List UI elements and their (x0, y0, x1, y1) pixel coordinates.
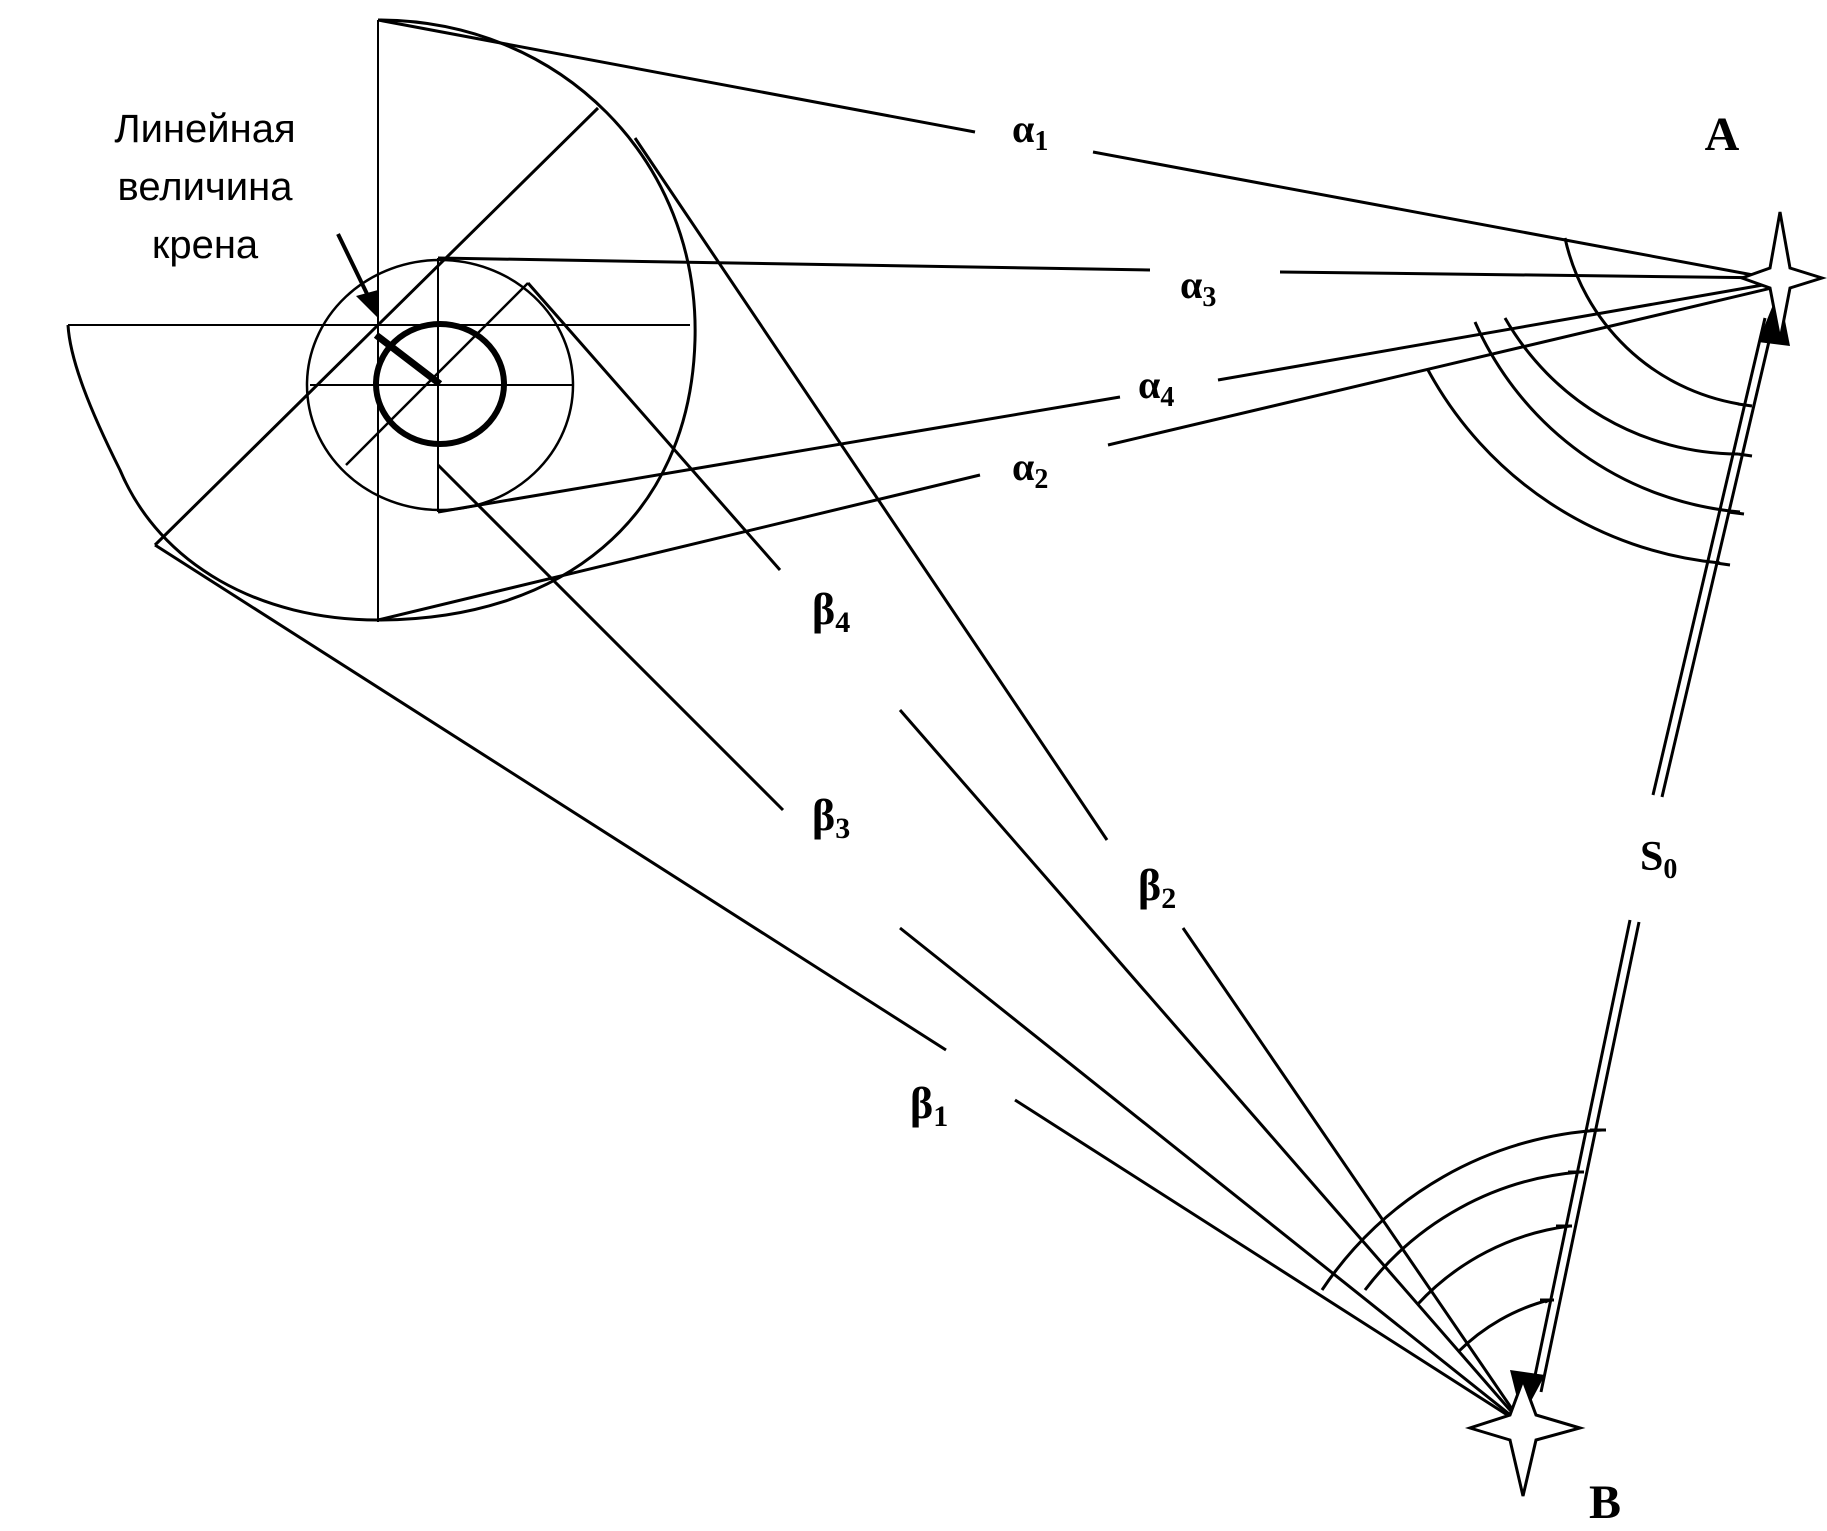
base-diagonal-axis (153, 106, 600, 547)
sight-line-b2-left (633, 137, 1109, 841)
angle-arc-a-4 (1426, 369, 1721, 565)
angle-label-a3-sym: α (1180, 262, 1202, 307)
sight-line-a1-right (1092, 150, 1781, 282)
angle-arc-a-3 (1473, 321, 1741, 514)
sight-line-a1-left (377, 18, 976, 134)
caption-line-2: величина (118, 165, 294, 209)
angle-label-b2: β2 (1138, 861, 1176, 915)
angle-arc-b-3 (1363, 1170, 1581, 1291)
station-b-star-icon (1464, 1375, 1586, 1497)
angle-label-b3-sym: β (812, 791, 835, 840)
angle-label-b4-sub: 4 (835, 606, 850, 639)
sight-line-a2-left (377, 473, 981, 622)
station-a-star-icon (1737, 211, 1827, 341)
baseline-lower-line-1 (1530, 919, 1632, 1391)
angle-arc-b-1 (1456, 1298, 1550, 1354)
angle-label-b2-sub: 2 (1161, 882, 1176, 915)
middle-diagonal-axis (345, 282, 529, 466)
station-a-label: A (1705, 108, 1740, 161)
baseline-label-main: S (1640, 834, 1663, 880)
angle-label-a1-sub: 1 (1034, 126, 1048, 157)
sight-line-b1-right (1014, 1098, 1524, 1427)
angle-label-b4-sym: β (812, 585, 835, 634)
station-b-label: B (1589, 1476, 1621, 1529)
object-sections (66, 18, 697, 622)
baseline-tick-a3 (1727, 510, 1745, 516)
caption-line-1: Линейная (114, 107, 295, 151)
sight-line-b4-left (526, 282, 782, 571)
caption-arrow-head (356, 290, 378, 318)
angle-arc-b-4 (1320, 1128, 1603, 1291)
angle-label-b1-sym: β (910, 1079, 933, 1128)
angle-label-a1: α1 (1012, 106, 1048, 157)
angle-arc-b-2 (1415, 1224, 1571, 1307)
angle-arc-a-1 (1563, 237, 1740, 406)
baseline-s0 (1510, 290, 1790, 1418)
angle-label-a1-sym: α (1012, 106, 1034, 151)
angle-label-b1-sub: 1 (933, 1100, 948, 1133)
angle-arc-a-2 (1503, 317, 1739, 456)
angle-label-b3-sub: 3 (835, 812, 850, 845)
baseline-lower-line-2 (1539, 921, 1641, 1393)
angle-label-a2-sym: α (1012, 444, 1034, 489)
angle-label-b4: β4 (812, 585, 850, 639)
top-section-circle (373, 321, 507, 447)
sight-line-a4-right (1217, 280, 1781, 382)
baseline-upper-line-1 (1651, 317, 1767, 796)
angle-label-b1: β1 (910, 1079, 948, 1133)
baseline-upper-line-2 (1660, 319, 1776, 798)
angle-label-a3: α3 (1180, 262, 1216, 313)
baseline-tick-a4 (1715, 561, 1731, 567)
tilt-vector (373, 332, 443, 387)
middle-section-circle (305, 258, 575, 512)
angle-label-b2-sym: β (1138, 861, 1161, 910)
sight-lines-from-a (377, 18, 1781, 622)
baseline-label-sub: 0 (1663, 854, 1677, 885)
base-section-arc (66, 18, 697, 622)
sight-line-a3-left (437, 256, 1151, 272)
sight-line-b1-left (154, 543, 947, 1052)
sight-line-b2-right (1181, 927, 1525, 1426)
angle-label-a4-sub: 4 (1160, 382, 1174, 413)
angle-label-a2: α2 (1012, 444, 1048, 495)
sight-line-a3-right (1279, 270, 1781, 280)
angle-label-a4: α4 (1138, 362, 1174, 413)
baseline-tick-a1 (1737, 402, 1753, 408)
angle-arcs-at-a (1426, 237, 1741, 565)
sight-line-b3-left (436, 463, 785, 812)
sight-lines-from-b (154, 137, 1525, 1427)
angle-label-a2-sub: 2 (1034, 464, 1048, 495)
caption-arrow-shaft (336, 233, 372, 301)
angle-label-a3-sub: 3 (1202, 282, 1216, 313)
sight-line-a2-right (1107, 284, 1781, 447)
sight-line-b4-right (898, 709, 1525, 1426)
angle-label-a4-sym: α (1138, 362, 1160, 407)
sight-line-a4-left (437, 395, 1121, 514)
baseline-tick-a2 (1737, 452, 1753, 458)
sight-line-b3-right (899, 926, 1524, 1427)
angle-label-b3: β3 (812, 791, 850, 845)
caption-line-3: крена (152, 223, 259, 267)
baseline-label: S0 (1640, 834, 1677, 885)
